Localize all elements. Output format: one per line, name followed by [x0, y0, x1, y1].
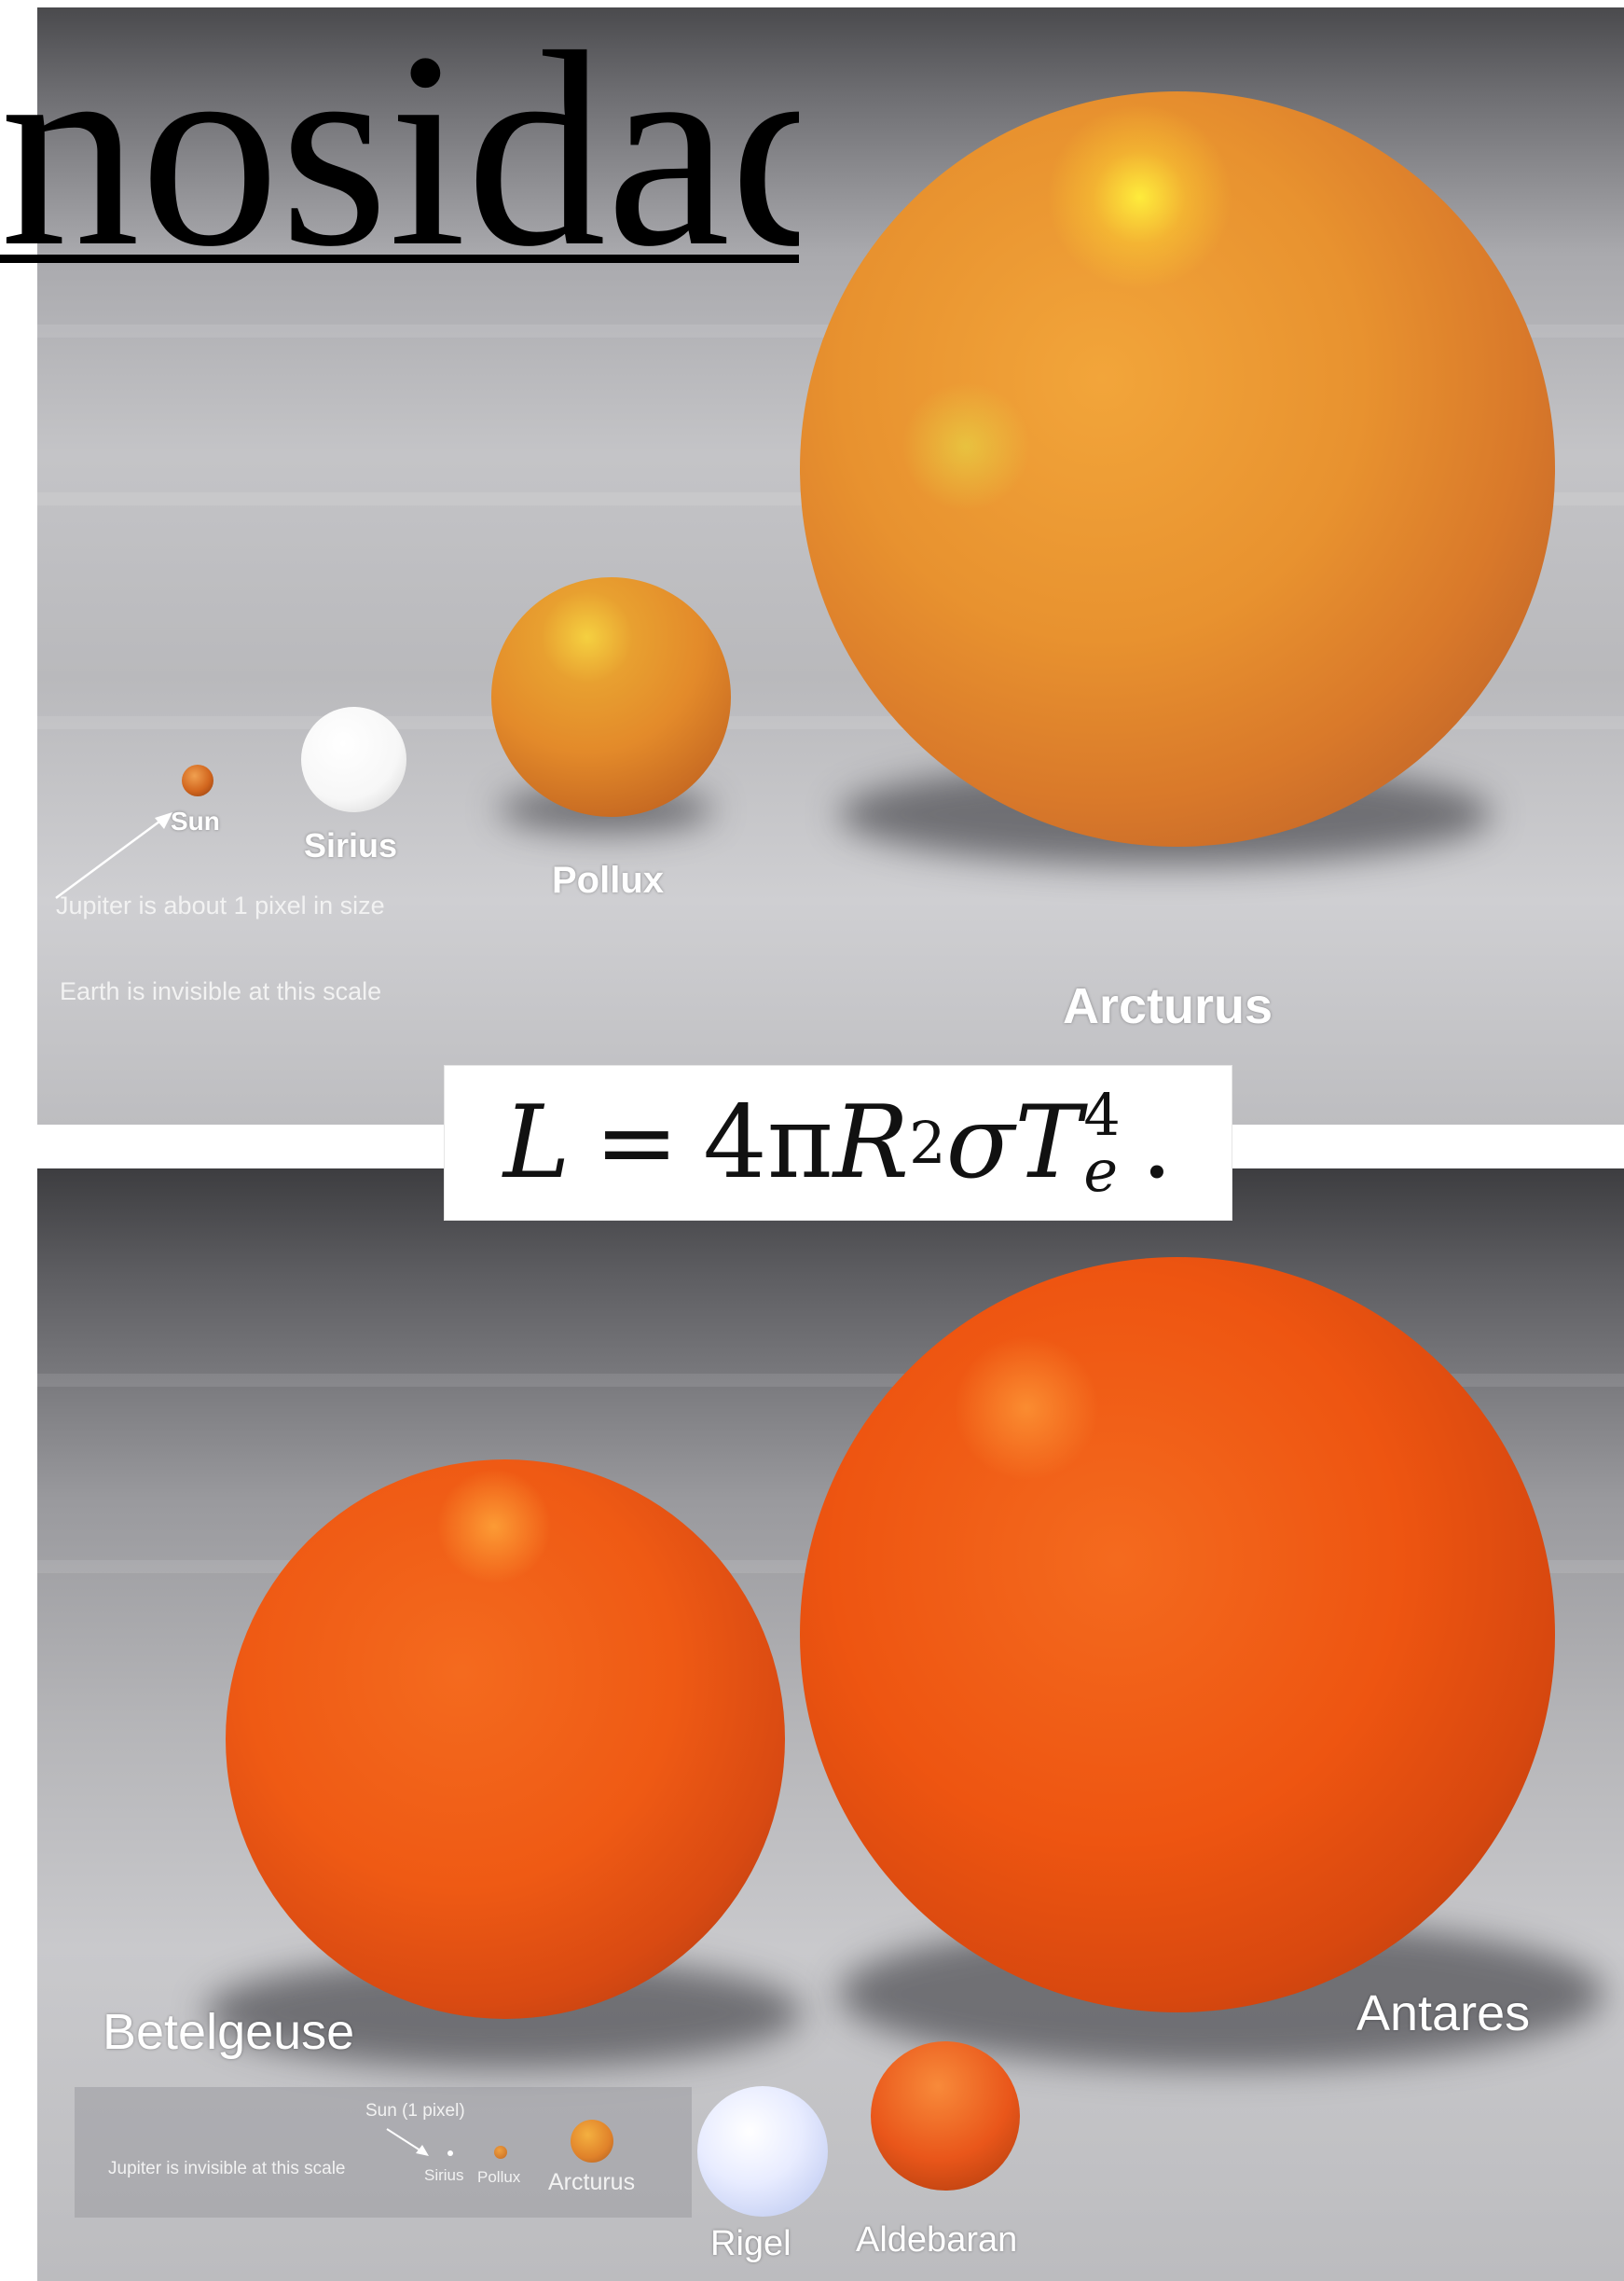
formula-temperature-subscript: e — [1083, 1136, 1119, 1205]
sun-label: Sun — [171, 807, 220, 836]
formula-period: . — [1140, 1085, 1174, 1201]
jupiter-note: Jupiter is about 1 pixel in size — [56, 892, 385, 919]
antares-sphere — [800, 1257, 1555, 2012]
pollux-sphere — [491, 577, 731, 817]
inset-arcturus-sphere — [571, 2120, 613, 2163]
antares-label: Antares — [1356, 1985, 1531, 2041]
formula-luminosity: L — [502, 1085, 571, 1201]
page-title: nosidad — [0, 9, 799, 289]
formula-equals: = — [594, 1085, 680, 1201]
sun-sphere — [182, 765, 213, 796]
inset-jupiter-note: Jupiter is invisible at this scale — [108, 2159, 346, 2178]
arrow-icon — [55, 812, 172, 900]
top-star-comparison-panel: Sun Sirius Pollux Arcturus Jupiter is ab… — [37, 7, 1624, 1125]
arcturus-label: Arcturus — [1063, 978, 1273, 1034]
inset-sirius-label: Sirius — [424, 2166, 464, 2184]
sirius-label: Sirius — [304, 826, 398, 864]
formula-radius: R — [833, 1085, 910, 1201]
inset-arcturus-label: Arcturus — [548, 2169, 636, 2195]
aldebaran-sphere — [871, 2041, 1020, 2191]
inset-pollux-dot — [494, 2146, 507, 2159]
earth-note: Earth is invisible at this scale — [60, 977, 382, 1005]
rigel-label: Rigel — [710, 2224, 791, 2263]
aldebaran-label: Aldebaran — [856, 2220, 1018, 2260]
rigel-sphere — [697, 2086, 828, 2217]
inset-pollux-label: Pollux — [477, 2168, 521, 2186]
inset-arrow-icon — [386, 2128, 429, 2156]
sirius-sphere — [301, 707, 406, 812]
inset-sirius-dot — [447, 2150, 453, 2156]
formula-sigma: σ — [945, 1085, 1015, 1201]
inset-sun-label: Sun (1 pixel) — [365, 2101, 465, 2121]
betelgeuse-label: Betelgeuse — [103, 2004, 355, 2060]
arcturus-sphere — [800, 91, 1555, 847]
betelgeuse-sphere — [226, 1459, 785, 2019]
formula-radius-exponent: 2 — [909, 1109, 946, 1177]
formula-temperature-exponent: 4 — [1083, 1080, 1121, 1149]
bottom-star-comparison-panel: Betelgeuse Antares Sun (1 pixel) Jupiter… — [37, 1168, 1624, 2281]
pollux-label: Pollux — [552, 860, 665, 901]
formula-coefficient: 4π — [703, 1085, 833, 1201]
formula-temperature: T — [1014, 1085, 1082, 1201]
